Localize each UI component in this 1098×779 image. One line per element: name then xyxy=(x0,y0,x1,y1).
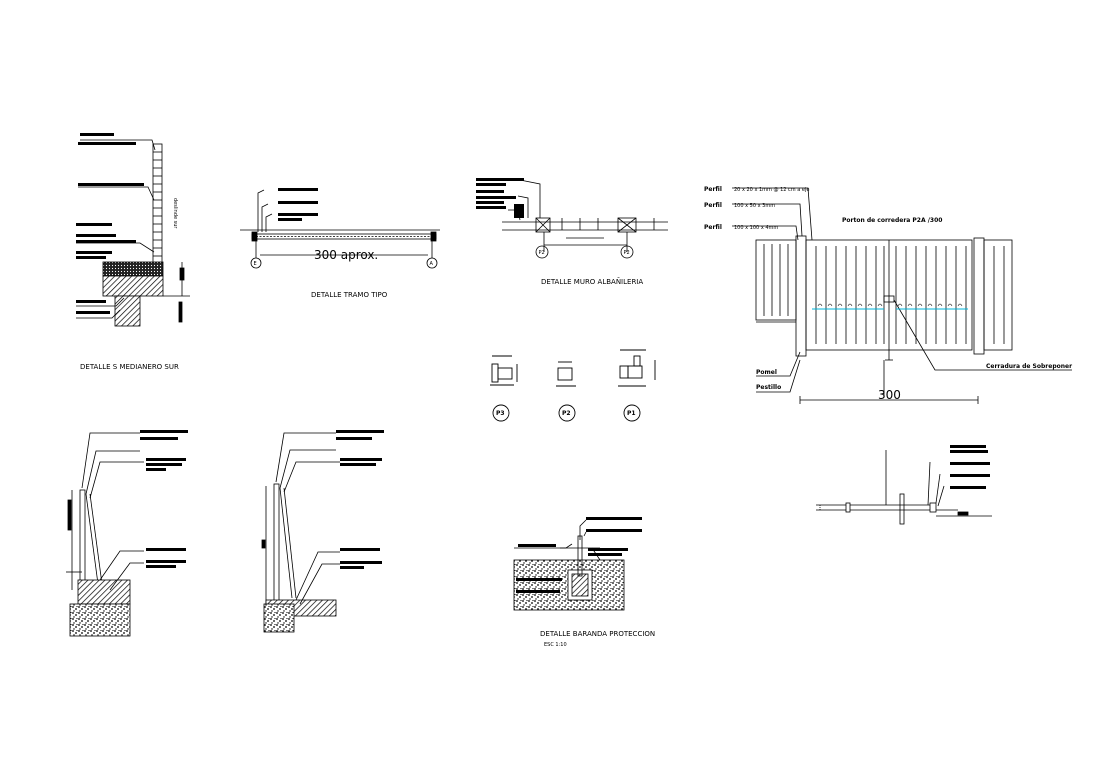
detail-medianero-sur xyxy=(76,139,190,327)
profile-p2-label: P2 xyxy=(562,410,571,417)
detail-porton-corredera xyxy=(732,187,1072,404)
gate-pomel-label: Pomel xyxy=(756,369,777,376)
detail-tramo-tipo xyxy=(240,189,440,269)
detail-baranda-proteccion xyxy=(513,519,625,611)
gate-perfil2-spec: 100 x 50 x 3mm xyxy=(734,203,775,209)
perfil-derecho-label-bars xyxy=(950,445,990,489)
gate-ornament-row xyxy=(817,303,963,307)
detail-muro-albanileria xyxy=(502,179,668,259)
detail-reja-izquierda xyxy=(66,432,144,637)
detail-reja-centro xyxy=(261,432,340,633)
gate-title: Porton de corredera P2A /300 xyxy=(842,217,942,224)
mediannero-side-text: deslinde sur xyxy=(172,198,178,229)
mediannero-title: DETALLE S MEDIANERO SUR xyxy=(80,363,179,371)
gate-perfil2-label: Perfil xyxy=(704,202,722,209)
gate-perfil3-spec: 100 x 100 x 4mm xyxy=(734,225,778,231)
wall-brick-courses xyxy=(153,151,162,257)
gate-perfil1-label: Perfil xyxy=(704,186,722,193)
gate-cerradura-label: Cerradura de Sobreponer xyxy=(986,363,1072,370)
reja-izq-label-bars xyxy=(140,430,188,568)
muro-title: DETALLE MURO ALBAÑILERIA xyxy=(541,277,643,286)
left-panel-bars xyxy=(763,244,789,316)
tramo-grid-left: E xyxy=(254,261,257,267)
medianero-label-bars xyxy=(76,133,144,314)
tramo-dimension: 300 aprox. xyxy=(314,248,378,262)
tramo-label-bars xyxy=(278,188,318,221)
profile-p1-label: P1 xyxy=(627,410,636,417)
gate-pestillo-label: Pestillo xyxy=(756,384,781,391)
gate-perfil3-label: Perfil xyxy=(704,224,722,231)
profile-sections xyxy=(490,349,656,422)
muro-grid-right: P2 xyxy=(624,250,630,256)
baranda-title: DETALLE BARANDA PROTECCION xyxy=(540,630,655,638)
tramo-grid-right: A xyxy=(430,261,434,267)
muro-label-bars xyxy=(476,178,524,218)
gate-bars xyxy=(815,246,967,344)
baranda-label-bars xyxy=(516,517,642,593)
reja-centro-label-bars xyxy=(336,430,384,569)
gate-perfil1-spec: 20 x 20 x 1mm @ 12 cm a eje xyxy=(734,187,809,193)
muro-grid-left: P2 xyxy=(539,250,545,256)
baranda-scale: ESC 1:10 xyxy=(544,642,567,648)
profile-p3-label: P3 xyxy=(496,410,505,417)
gate-dimension: 300 xyxy=(878,388,901,402)
tramo-title: DETALLE TRAMO TIPO xyxy=(311,291,388,299)
detail-perfil-derecho xyxy=(816,450,992,525)
